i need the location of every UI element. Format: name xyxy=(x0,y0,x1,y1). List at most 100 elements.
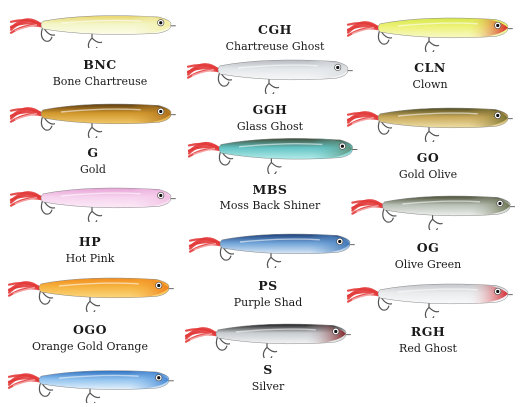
lure-code: OG xyxy=(416,240,440,255)
lure-name: Olive Green xyxy=(394,258,462,271)
feather xyxy=(7,379,41,389)
lure-head xyxy=(130,14,171,36)
feather xyxy=(14,24,38,32)
feather xyxy=(346,22,380,34)
feather xyxy=(191,68,215,77)
feather xyxy=(12,286,36,295)
feather xyxy=(187,147,221,158)
feather xyxy=(189,332,213,341)
lure-code: OGO xyxy=(73,322,107,337)
lure-head xyxy=(128,369,169,391)
feather xyxy=(346,21,380,32)
lure-ogo xyxy=(6,270,181,316)
lure-head xyxy=(467,283,508,305)
feather xyxy=(351,200,384,212)
lure-mbs xyxy=(187,226,362,272)
pupil xyxy=(496,289,500,294)
pupil xyxy=(157,376,161,380)
lure-head xyxy=(467,17,508,39)
feather xyxy=(9,24,43,34)
highlight xyxy=(397,288,478,293)
highlight xyxy=(60,19,141,24)
feather xyxy=(187,142,221,153)
lure-ogo-image xyxy=(7,277,174,315)
pupil xyxy=(496,23,500,28)
lure-name: Chartreuse Ghost xyxy=(225,40,325,53)
feather xyxy=(184,328,218,340)
lure-name: Glass Ghost xyxy=(236,120,304,133)
lure-og xyxy=(350,188,522,234)
feather xyxy=(346,287,380,298)
feather xyxy=(356,204,379,213)
feather xyxy=(186,64,220,76)
lure-head xyxy=(128,277,169,299)
lure-code: GGH xyxy=(252,102,288,117)
lure-cgh-image xyxy=(186,59,353,97)
lure-code: GO xyxy=(416,150,440,165)
lure-code: CGH xyxy=(258,22,292,37)
lure-name: Purple Shad xyxy=(233,296,303,309)
feather xyxy=(186,63,220,74)
feather xyxy=(9,191,43,202)
lure-ggh-image xyxy=(187,137,358,177)
highlight xyxy=(402,200,481,205)
feather xyxy=(9,192,43,204)
pupil xyxy=(159,21,163,25)
lure-cgh xyxy=(185,52,360,98)
highlight xyxy=(58,374,139,379)
lure-bnc xyxy=(8,8,183,52)
lure-cln-image xyxy=(346,17,513,55)
lure-name: Gold xyxy=(80,163,106,176)
feather xyxy=(193,242,217,251)
lure-name: Red Ghost xyxy=(399,342,457,355)
feather xyxy=(12,379,36,387)
lure-code: CLN xyxy=(414,60,446,75)
lure-head xyxy=(130,187,171,209)
pupil xyxy=(159,193,163,198)
feather xyxy=(7,287,41,297)
pupil xyxy=(496,113,500,118)
lure-head xyxy=(469,195,510,217)
lure-g xyxy=(8,96,183,142)
pupil xyxy=(336,65,340,70)
belly-hook xyxy=(267,156,282,177)
lure-code: PS xyxy=(258,278,278,293)
feather xyxy=(346,288,380,300)
feather xyxy=(351,26,375,35)
lure-name: Gold Olive xyxy=(398,168,458,181)
feather xyxy=(187,143,221,155)
feather xyxy=(346,117,380,127)
lure-name: Bone Chartreuse xyxy=(52,75,148,88)
lure-head xyxy=(130,103,171,125)
lure-g-image xyxy=(9,103,176,141)
lure-ps-image xyxy=(184,323,351,361)
feather xyxy=(7,282,41,294)
feather xyxy=(184,327,218,338)
feather xyxy=(351,199,384,210)
lure-name: Orange Gold Orange xyxy=(32,340,148,353)
lure-mbs-image xyxy=(188,233,355,271)
feather xyxy=(9,18,43,29)
feather xyxy=(7,375,41,386)
pupil xyxy=(338,239,342,244)
lure-head xyxy=(307,59,348,81)
lure-name: Silver xyxy=(251,380,285,393)
lure-name: Hot Pink xyxy=(65,252,115,265)
feather xyxy=(346,293,380,303)
highlight xyxy=(58,282,139,287)
lure-bnc-image xyxy=(9,14,176,52)
lure-code: G xyxy=(87,145,99,160)
pupil xyxy=(334,329,338,334)
lure-cln xyxy=(345,10,520,56)
lure-code: RGH xyxy=(410,324,446,339)
lure-go-image xyxy=(346,107,513,145)
highlight xyxy=(237,64,318,69)
feather xyxy=(188,237,222,248)
feather xyxy=(188,238,222,250)
lure-head xyxy=(467,107,508,129)
lure-hp-image xyxy=(9,187,176,225)
lure-ps xyxy=(183,316,358,362)
feather xyxy=(346,112,380,124)
highlight xyxy=(239,238,320,243)
feather xyxy=(9,20,43,31)
